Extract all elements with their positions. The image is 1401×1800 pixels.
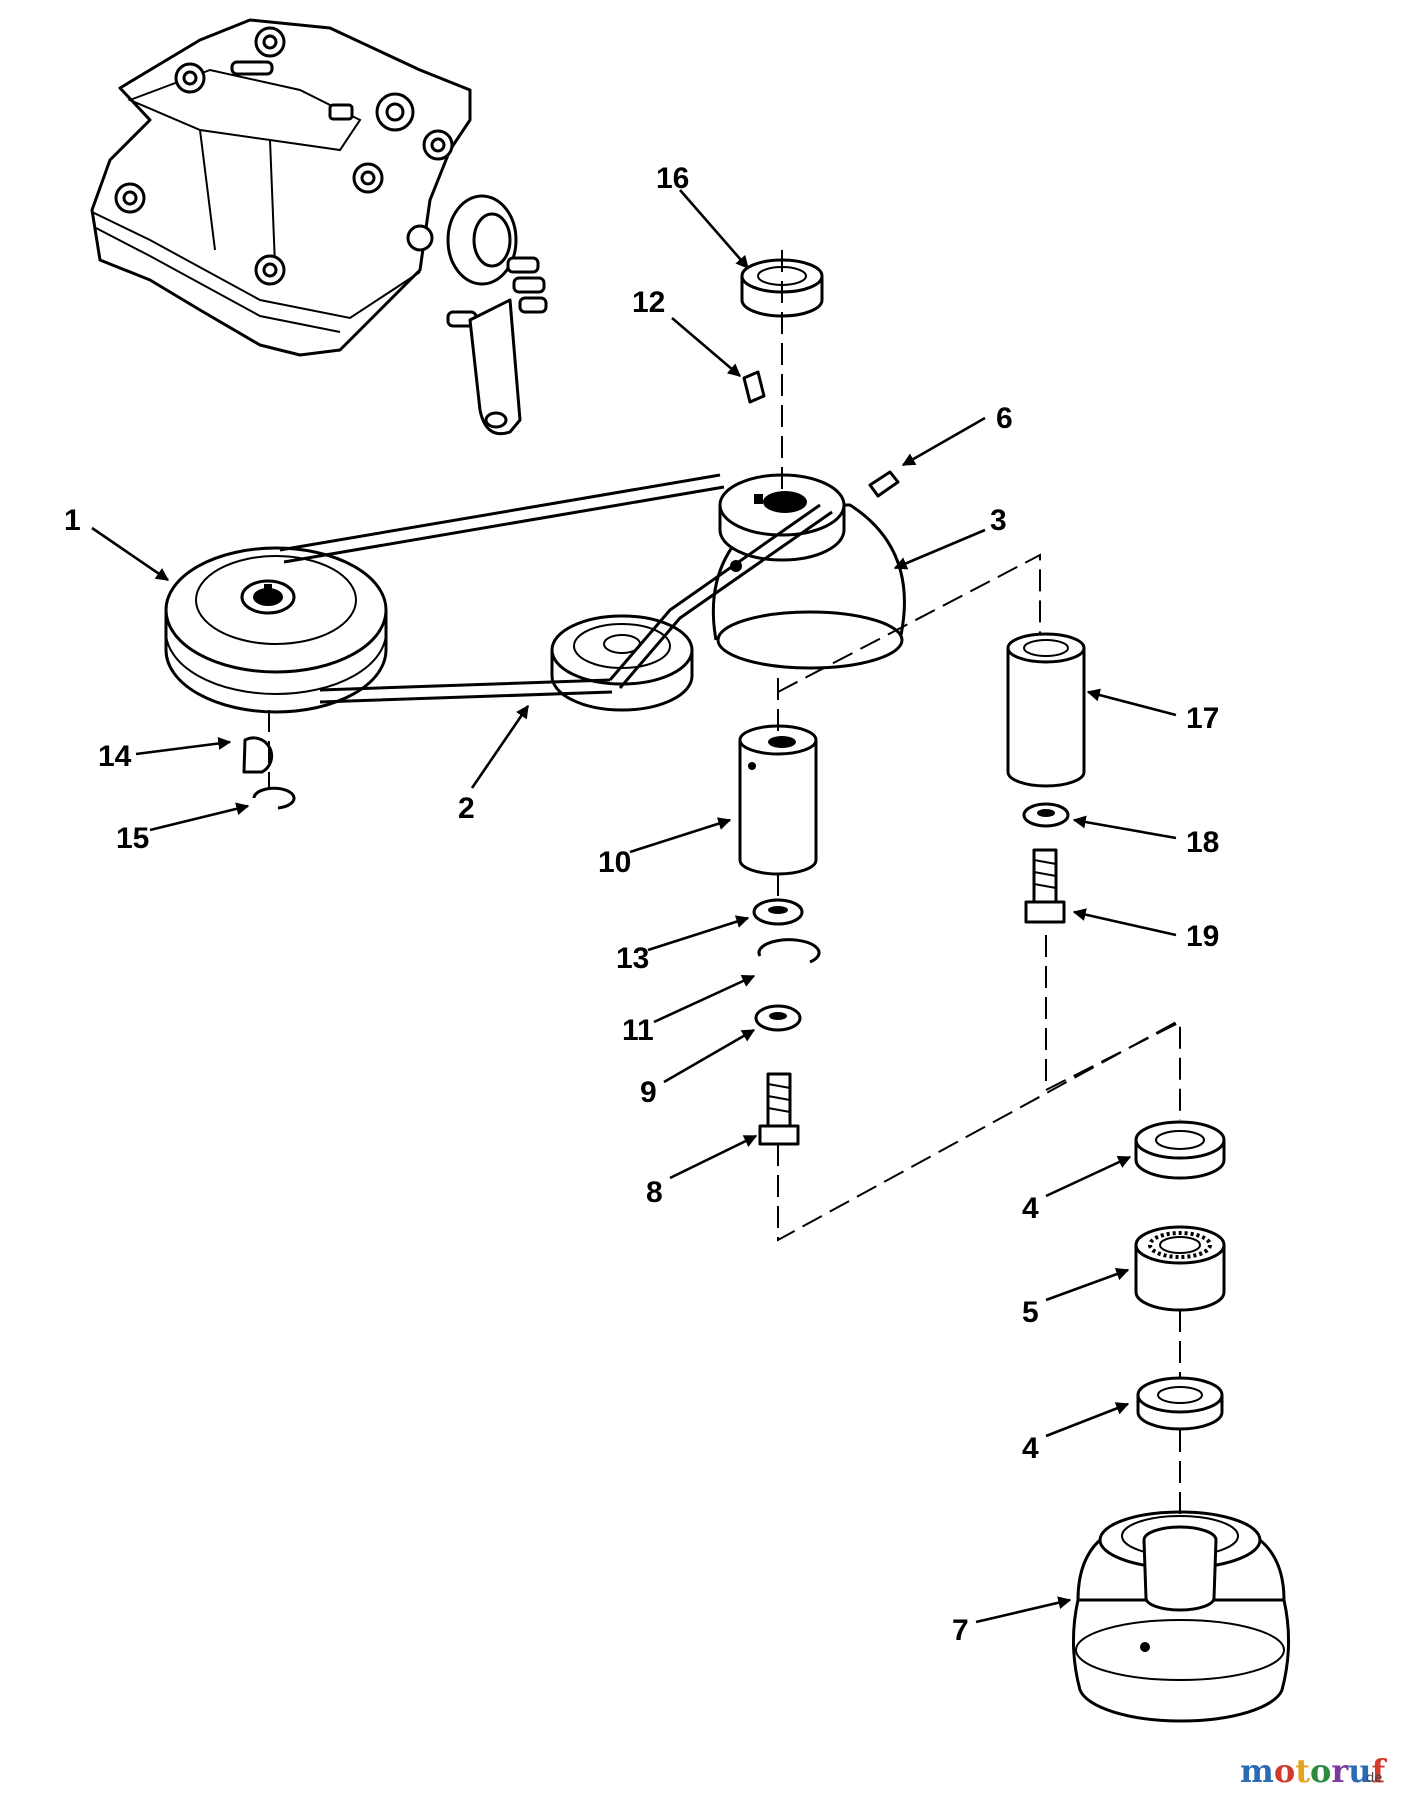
pin-6	[868, 470, 900, 498]
callout-5: 5	[1022, 1296, 1039, 1329]
bolt-8	[758, 1072, 800, 1146]
idler-pulley	[550, 614, 694, 712]
callout-labels: 1 2 3 6 16 12 17 18 19 10 13 11 9 8 4 5 …	[64, 162, 1219, 1647]
needle-bearing	[1134, 1225, 1226, 1312]
callout-10: 10	[598, 846, 631, 879]
washer-13	[752, 898, 804, 926]
callout-7: 7	[952, 1614, 969, 1647]
callout-11: 11	[622, 1014, 654, 1047]
bearing-race-lower	[1136, 1376, 1224, 1431]
washer-9	[754, 1004, 802, 1032]
svg-text:motoruf: motoruf	[1240, 1752, 1387, 1790]
callout-17: 17	[1186, 702, 1219, 735]
callout-3: 3	[990, 504, 1007, 537]
snap-ring-11	[757, 938, 821, 964]
leader-arrows	[91, 189, 1177, 1624]
callout-6: 6	[996, 402, 1013, 435]
bearing-race-upper	[1134, 1120, 1226, 1180]
callout-16: 16	[656, 162, 689, 195]
callout-9: 9	[640, 1076, 657, 1109]
callout-12: 12	[632, 286, 665, 319]
spacer-sleeve-10	[738, 724, 818, 876]
snap-ring-15	[252, 786, 296, 810]
callout-4-lower: 4	[1022, 1432, 1039, 1465]
callout-15: 15	[116, 822, 149, 855]
callout-14: 14	[98, 740, 132, 773]
drive-pulley	[164, 546, 388, 714]
sleeve-17	[1006, 632, 1086, 788]
svg-text:.de: .de	[1362, 1771, 1382, 1786]
callout-2: 2	[458, 792, 475, 825]
bolt-19	[1024, 848, 1066, 924]
assembly-axis-lines	[268, 250, 1181, 1520]
key-12	[742, 370, 766, 404]
callout-19: 19	[1186, 920, 1219, 953]
large-pulley	[711, 473, 906, 670]
motoruf-watermark-logo: motoruf .de	[1240, 1752, 1387, 1790]
v-belt	[279, 473, 833, 704]
callout-18: 18	[1186, 826, 1219, 859]
transmission-housing	[90, 18, 548, 436]
callout-1: 1	[64, 504, 81, 537]
washer-18	[1022, 802, 1070, 828]
callout-13: 13	[616, 942, 649, 975]
callout-8: 8	[646, 1176, 663, 1209]
callout-4-upper: 4	[1022, 1192, 1039, 1225]
woodruff-key-14	[242, 736, 274, 774]
pulley-7	[1072, 1510, 1290, 1723]
